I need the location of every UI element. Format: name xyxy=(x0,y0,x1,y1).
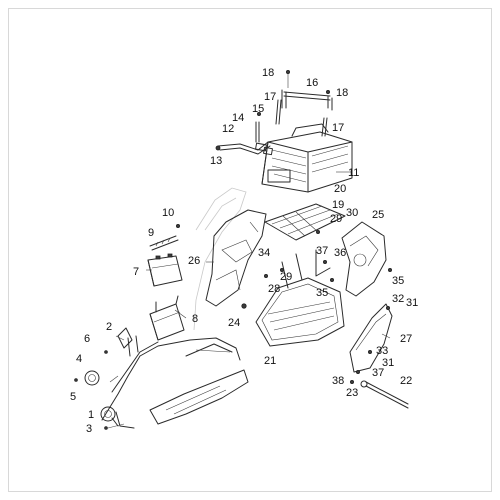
label-28: 28 xyxy=(268,283,280,295)
label-1: 1 xyxy=(88,409,94,421)
label-26: 26 xyxy=(188,255,200,267)
label-15: 15 xyxy=(252,103,264,115)
part-1-round-unit xyxy=(100,406,119,430)
label-17a: 17 xyxy=(264,91,276,103)
label-2: 2 xyxy=(106,321,112,333)
part-11-storage-box xyxy=(261,123,353,193)
label-14: 14 xyxy=(232,112,244,124)
callout-labels: 1 2 3 4 5 6 7 8 9 10 11 12 13 14 15 16 1… xyxy=(70,67,418,435)
leader-lines xyxy=(107,171,391,429)
label-34: 34 xyxy=(258,247,270,259)
label-33: 33 xyxy=(376,345,388,357)
part-12-cable-assembly xyxy=(215,121,273,156)
part-26-left-panel xyxy=(205,209,267,307)
label-25: 25 xyxy=(372,209,384,221)
label-29a: 29 xyxy=(330,213,342,225)
part-8-battery-case xyxy=(149,295,185,341)
label-23: 23 xyxy=(346,387,358,399)
label-13: 13 xyxy=(210,155,222,167)
label-4: 4 xyxy=(76,353,82,365)
scooter-frame xyxy=(101,335,249,429)
label-36: 36 xyxy=(334,247,346,259)
label-20: 20 xyxy=(334,183,346,195)
label-12: 12 xyxy=(222,123,234,135)
label-30: 30 xyxy=(346,207,358,219)
label-31a: 31 xyxy=(406,297,418,309)
label-18a: 18 xyxy=(262,67,274,79)
label-5: 5 xyxy=(70,391,76,403)
label-21: 21 xyxy=(264,355,276,367)
label-31b: 31 xyxy=(382,357,394,369)
label-32: 32 xyxy=(392,293,404,305)
part-25-right-panel xyxy=(341,221,387,297)
part-21-footboard xyxy=(255,249,345,347)
label-24: 24 xyxy=(228,317,240,329)
label-38: 38 xyxy=(332,375,344,387)
label-9: 9 xyxy=(148,227,154,239)
label-18b: 18 xyxy=(336,87,348,99)
label-17b: 17 xyxy=(332,122,344,134)
label-3: 3 xyxy=(86,423,92,435)
label-11: 11 xyxy=(348,167,359,179)
label-16: 16 xyxy=(306,77,318,89)
label-7: 7 xyxy=(133,266,139,278)
part-7-battery xyxy=(147,253,183,287)
part-22-rod xyxy=(360,380,409,409)
label-35b: 35 xyxy=(316,287,328,299)
label-27: 27 xyxy=(400,333,412,345)
label-29b: 29 xyxy=(280,271,292,283)
label-35a: 35 xyxy=(392,275,404,287)
label-6: 6 xyxy=(84,333,90,345)
fasteners xyxy=(241,112,392,384)
part-2-bracket xyxy=(104,327,133,354)
part-17-bolts xyxy=(275,99,328,137)
part-9-strap xyxy=(149,223,180,251)
label-37b: 37 xyxy=(372,367,384,379)
label-37a: 37 xyxy=(316,245,328,257)
label-19: 19 xyxy=(332,199,344,211)
part-20-mat xyxy=(264,203,346,241)
part-16-upper-bracket xyxy=(281,70,333,111)
label-22: 22 xyxy=(400,375,412,387)
label-10: 10 xyxy=(162,207,174,219)
diagram-frame xyxy=(8,8,492,492)
frame-outline-ghost xyxy=(193,187,247,331)
part-4-horn xyxy=(74,370,100,386)
label-8: 8 xyxy=(192,313,198,325)
